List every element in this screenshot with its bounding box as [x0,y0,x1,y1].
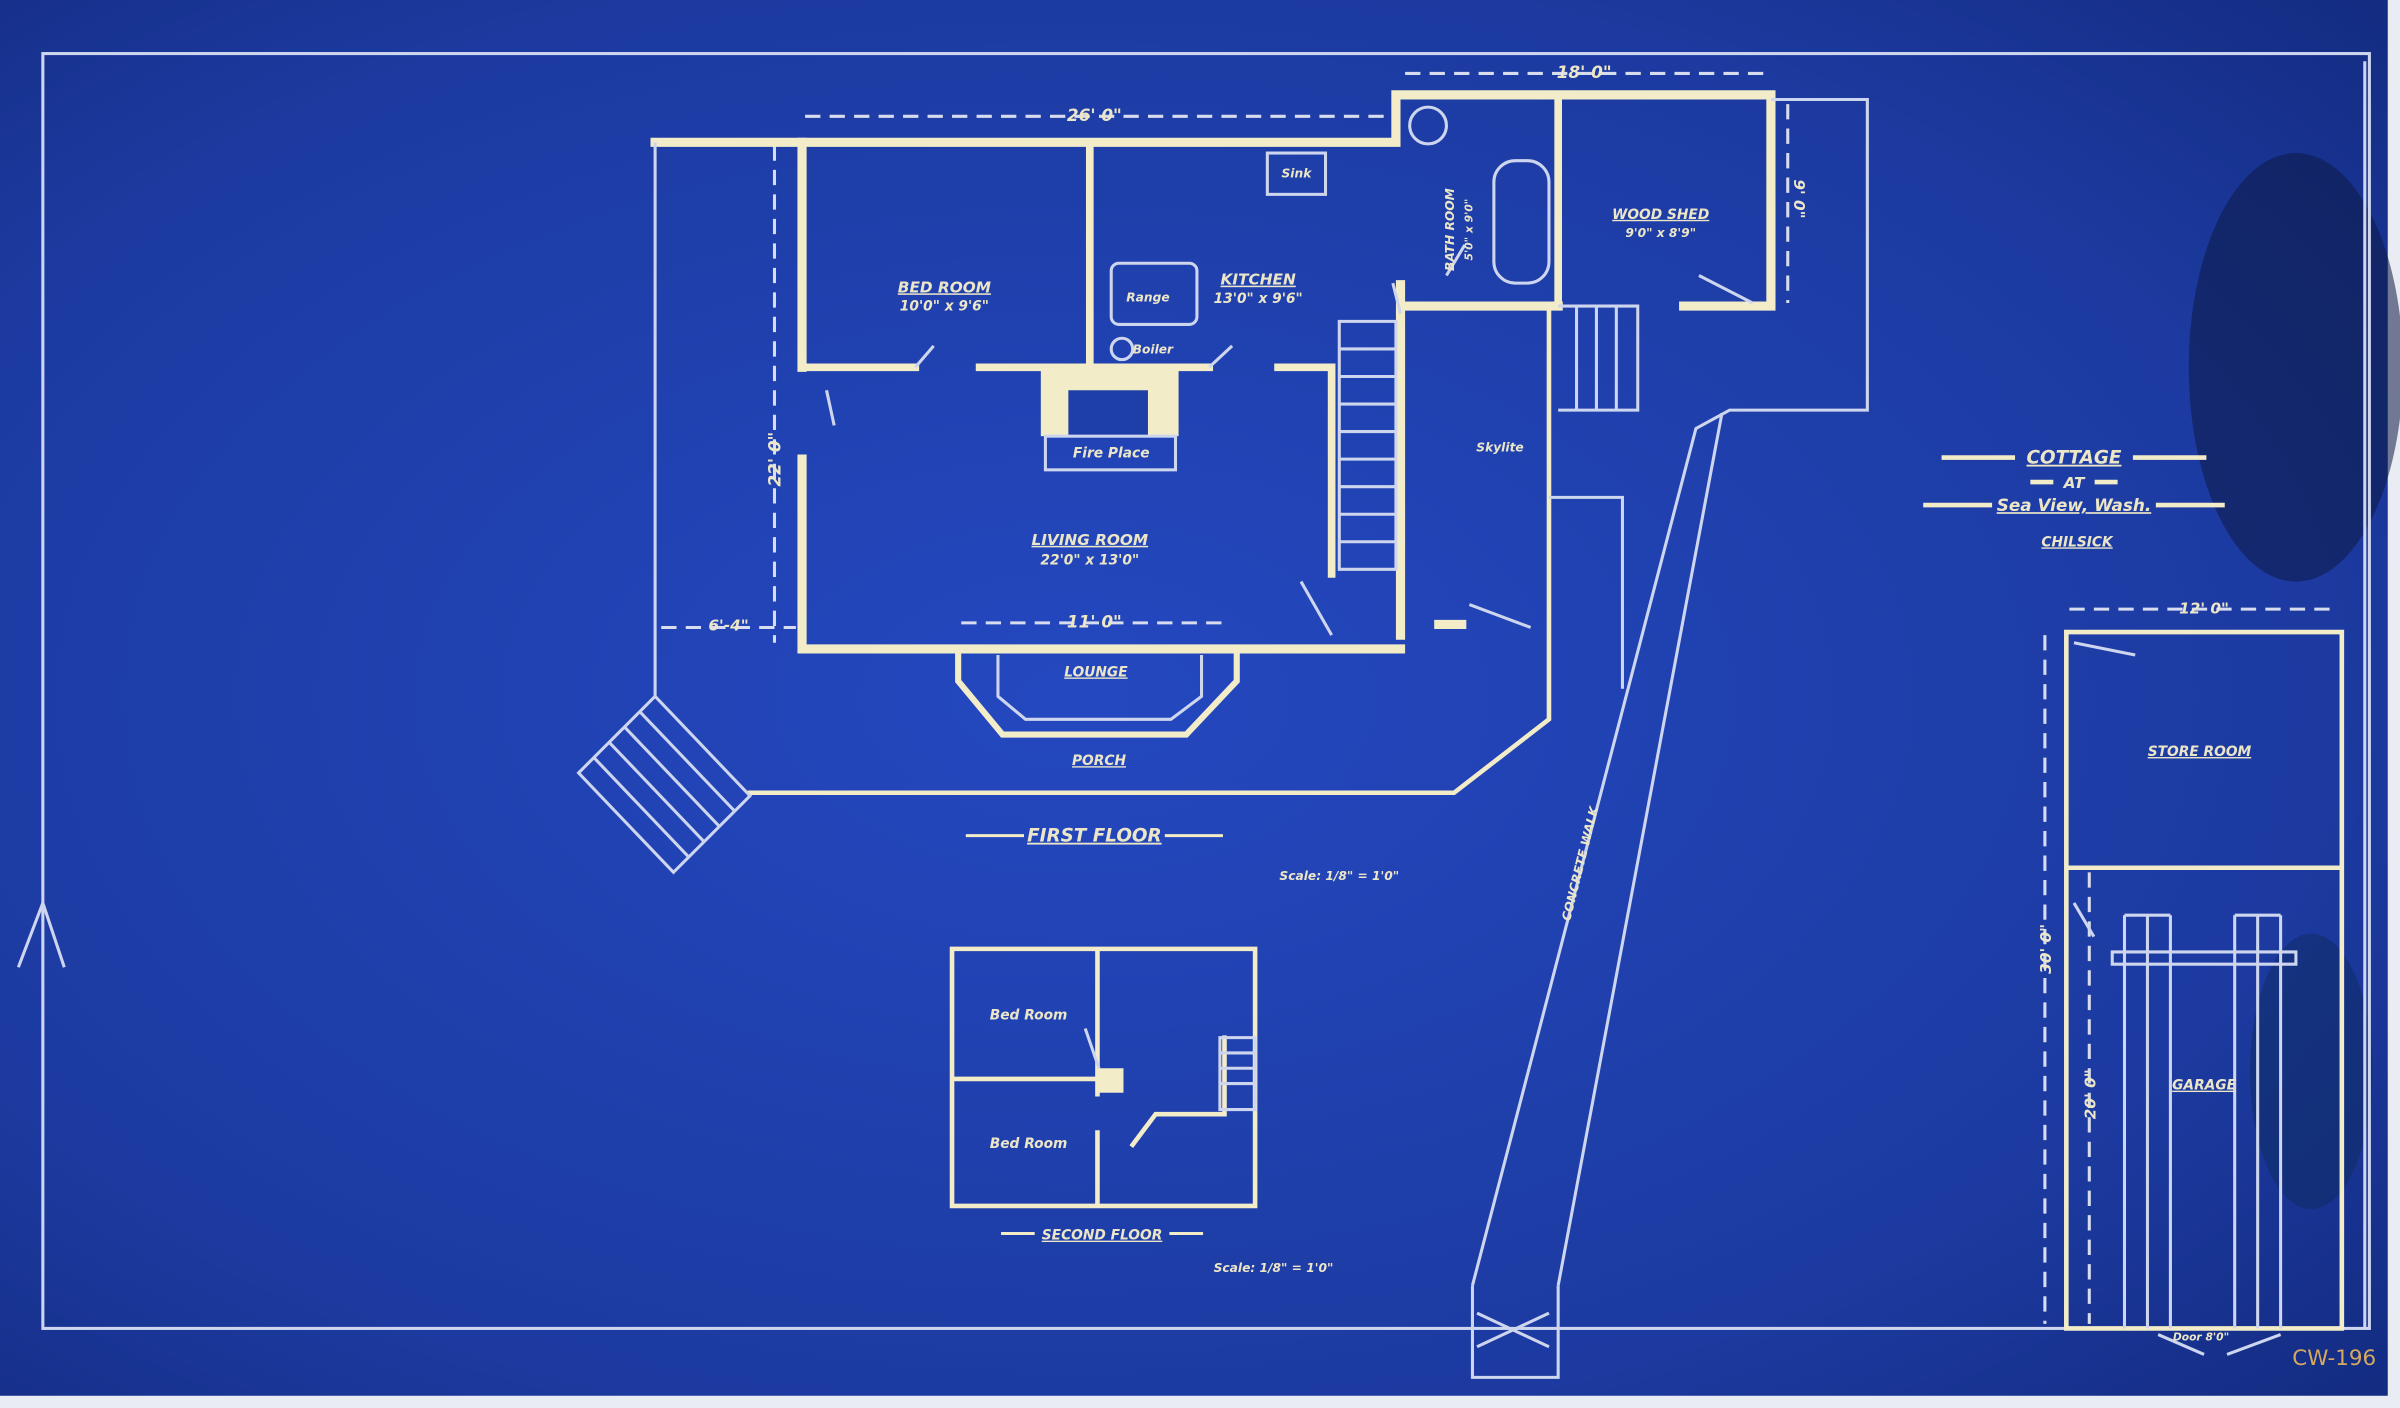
bed-room-label: BED ROOM [898,278,991,296]
back-steps [1558,304,1640,412]
first-floor-title: FIRST FLOOR [1027,826,1162,847]
fire-place-label: Fire Place [1073,446,1150,462]
stairs [1337,319,1398,571]
garage-door-label: Door 8'0" [2173,1331,2229,1344]
title-line-3: Sea View, Wash. [1997,495,2152,515]
bed-room-upper-label: Bed Room [990,1007,1068,1023]
water-stain [2188,153,2400,582]
title-block: COTTAGE AT Sea View, Wash. CHILSICK [1923,448,2225,550]
toilet [1408,105,1448,146]
wood-shed-label: WOOD SHED [1612,207,1709,223]
skylite-label: Skylite [1476,440,1523,454]
wood-shed-size: 9'0" x 8'9" [1625,226,1696,240]
store-room-label: STORE ROOM [2148,744,2252,760]
dim-depth: 22' 0" [765,432,785,487]
first-floor-scale: Scale: 1/8" = 1'0" [1279,869,1399,883]
title-line-4: CHILSICK [2041,534,2114,550]
dim-width: 26' 0" [1067,105,1122,125]
bath-room-label: BATH ROOM [1443,188,1457,271]
dim-lounge: 11' 0" [1067,611,1122,631]
sink-label: Sink [1281,167,1312,181]
sink [1265,151,1328,196]
living-room-size: 22'0" x 13'0" [1040,553,1139,569]
kitchen-size: 13'0" x 9'6" [1214,291,1303,307]
second-floor-plan: Bed Room Bed Room SECOND FLOOR Scale: 1/… [949,946,1334,1275]
range [1109,261,1199,326]
dim-shed: 9' 0" [1790,179,1808,218]
porch-outline [747,303,1552,796]
lounge-bay [955,645,1240,738]
garage-label: GARAGE [2172,1078,2237,1094]
dim-rear: 18' 0" [1557,62,1612,82]
range-label: Range [1126,290,1169,304]
bathtub [1492,159,1551,285]
dim-porch: 6'-4" [708,617,748,635]
boiler [1109,336,1135,362]
title-line-2: AT [2063,474,2086,492]
garage-bay-length: 20' 0" [2081,1069,2099,1119]
title-line-1: COTTAGE [2027,448,2122,469]
bed-room-size: 10'0" x 9'6" [900,299,989,315]
second-floor-title: SECOND FLOOR [1042,1228,1163,1244]
garage-length: 30' 0" [2037,924,2055,974]
bath-room-size: 5'0" x 9'0" [1462,199,1475,261]
boiler-label: Boiler [1133,343,1174,357]
property-line [41,52,2371,1330]
garage-plan: 12' 0" 30' 0" 20' 0" STORE ROOM GARAGE D… [2037,61,2367,1356]
garage-width: 12' 0" [2179,600,2229,618]
water-stain-2 [2250,933,2373,1210]
back-porch [1470,97,1869,1286]
living-room-label: LIVING ROOM [1031,531,1148,549]
drawing-number: CW-196 [2292,1346,2376,1371]
north-arrow [16,902,66,968]
lounge-label: LOUNGE [1064,664,1128,680]
kitchen-label: KITCHEN [1221,271,1296,289]
second-floor-scale: Scale: 1/8" = 1'0" [1214,1261,1334,1275]
walk-end [1470,1285,1560,1379]
porch-steps [576,694,753,875]
porch-label: PORCH [1072,753,1126,769]
bed-room-lower-label: Bed Room [990,1136,1068,1152]
